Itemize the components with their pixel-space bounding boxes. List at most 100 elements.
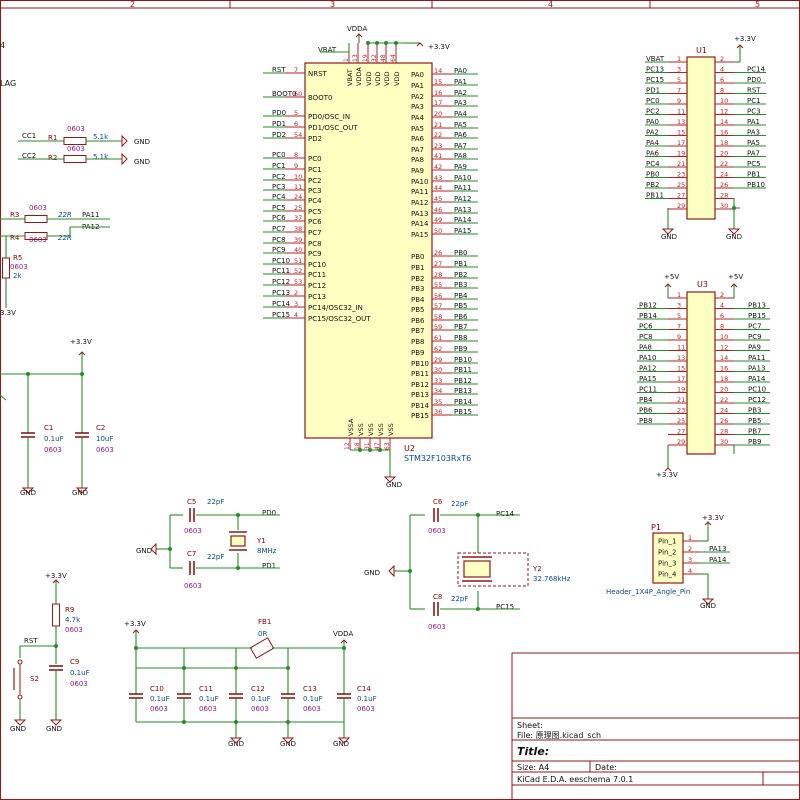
c12-footprint: 0603 xyxy=(251,705,269,713)
mcu-pin-name: PA12 xyxy=(411,199,428,207)
header-u1-net-label: PB11 xyxy=(646,192,664,200)
mcu-net-label: PC10 xyxy=(272,257,290,265)
c10-ref: C10 xyxy=(150,685,164,693)
power-arrow xyxy=(78,351,86,356)
c12-value: 0.1uF xyxy=(251,695,271,703)
header-u3-net-label: PA15 xyxy=(639,375,656,383)
header-u1-pin-number: 11 xyxy=(677,108,685,116)
usb-data-resistors: R3 0603 22R PA11 R4 0603 22R PA12 R5 060… xyxy=(0,204,99,317)
header-u1-pin-number: 10 xyxy=(720,97,728,105)
r9-footprint: 0603 xyxy=(65,626,83,634)
c11-value: 0.1uF xyxy=(199,695,219,703)
header-u1-net-label: PC5 xyxy=(747,160,761,168)
mcu-pin-name: PB2 xyxy=(411,275,424,283)
header-u3-net-label: PA14 xyxy=(748,375,766,383)
lse-net-pc15: PC15 xyxy=(496,603,514,611)
mcu-pin-name: PA15 xyxy=(411,231,428,239)
header-u3-pin-number: 13 xyxy=(677,354,685,362)
c1-value: 0.1uF xyxy=(44,435,64,443)
r2-net-label: CC2 xyxy=(22,152,36,160)
connector-p1-pin-name: Pin_4 xyxy=(658,571,677,579)
r3-value: 22R xyxy=(58,211,72,219)
junction-dot xyxy=(168,547,172,551)
power-arrow xyxy=(132,629,140,634)
fb1-value: 0R xyxy=(258,630,267,638)
mcu-power-pin-number: 31 xyxy=(364,442,371,450)
decoupling-c1-c2: +3.3V C1 0.1uF 0603 C2 10uF 0603 GND GND xyxy=(20,338,114,497)
header-u3-net-label: PB7 xyxy=(748,428,761,436)
header-u1-pin-number: 24 xyxy=(720,171,728,179)
c8-ref: C8 xyxy=(433,593,442,601)
mcu-pin-name: PB12 xyxy=(411,381,429,389)
c2-footprint: 0603 xyxy=(96,446,114,454)
mcu-pin-name: PB1 xyxy=(411,264,424,272)
c14-ref: C14 xyxy=(357,685,371,693)
header-u3-pin-number: 22 xyxy=(720,396,728,404)
mcu-net-label: PC12 xyxy=(272,278,290,286)
mcu-net-label: PC9 xyxy=(272,246,286,254)
header-u3-net-label: PC8 xyxy=(639,333,653,341)
c5-value: 22pF xyxy=(207,498,224,506)
header-u1-pin-number: 14 xyxy=(720,118,728,126)
hse-oscillator: C5 22pF 0603 C7 22pF 0603 Y1 8MHz PD0 PD… xyxy=(136,498,277,590)
mcu-net-label: PA2 xyxy=(454,89,467,97)
mcu-net-label: PC15 xyxy=(272,311,290,319)
mcu-net-label: PB11 xyxy=(454,366,472,374)
mcu-pin-number: 14 xyxy=(434,67,442,75)
mcu-left-pins: NRST7RSTBOOT060BOOT0PD0/OSC_IN5PD0PD1/OS… xyxy=(272,66,371,323)
mcu-net-label: PA9 xyxy=(454,163,467,171)
mcu-net-label: PC7 xyxy=(272,225,286,233)
lse-gnd: GND xyxy=(364,569,380,577)
r1-net-label: CC1 xyxy=(22,132,36,140)
header-u1-pin-number: 26 xyxy=(720,181,728,189)
r5-value: 2k xyxy=(13,272,22,280)
mcu-net-label: PB6 xyxy=(454,313,468,321)
mcu-power-pin-number: 18 xyxy=(354,442,361,450)
junction-dot xyxy=(182,720,186,724)
connector-p1-gnd: GND xyxy=(700,602,716,610)
c10-value: 0.1uF xyxy=(150,695,170,703)
mcu-ref: U2 xyxy=(404,444,415,453)
connector-p1-body xyxy=(652,532,684,584)
resistor-body xyxy=(52,603,60,627)
header-u1-net-label: PC0 xyxy=(646,97,660,105)
mcu-power-pin-number: 48 xyxy=(380,54,387,62)
c6-value: 22pF xyxy=(451,500,468,508)
mcu-power-pin-number: 63 xyxy=(384,442,391,450)
c2-ref: C2 xyxy=(96,424,105,432)
header-u1-pin-number: 16 xyxy=(720,129,728,137)
header-u1-ref: U1 xyxy=(696,46,707,55)
gnd-symbol xyxy=(75,487,89,494)
mcu-net-label: PA15 xyxy=(454,227,471,235)
connector-p1-net-label: PA13 xyxy=(709,545,726,553)
r1-gnd: GND xyxy=(134,138,150,146)
header-u3-pin-number: 14 xyxy=(720,354,728,362)
r5-footprint: 0603 xyxy=(10,263,28,271)
header-u3-5v-left: +5V xyxy=(664,273,679,281)
header-u3-body xyxy=(686,291,716,455)
header-u1-pin-number: 30 xyxy=(720,202,728,210)
mcu-pin-name: PB13 xyxy=(411,391,429,399)
connector-p1-3v3: +3.3V xyxy=(702,514,724,522)
mcu-pin-name: PB3 xyxy=(411,285,424,293)
c9-footprint: 0603 xyxy=(70,680,88,688)
header-u1-net-label: PC14 xyxy=(747,66,766,74)
header-u3-pin-number: 8 xyxy=(720,323,724,331)
header-u1-pin-number: 19 xyxy=(677,150,685,158)
header-u1-pin-number: 9 xyxy=(677,97,681,105)
mcu-pin-number: 33 xyxy=(434,377,442,385)
fragment-text: 4 xyxy=(0,41,5,50)
header-u3-pin-number: 17 xyxy=(677,375,685,383)
mcu-3v3-label: +3.3V xyxy=(428,43,450,51)
mcu-pin-name: PB11 xyxy=(411,370,429,378)
mcu-pin-number: 22 xyxy=(434,131,442,139)
header-u3-net-label: PB13 xyxy=(748,302,766,310)
r1-footprint: 0603 xyxy=(67,125,85,133)
r9-value: 4.7k xyxy=(65,616,81,624)
header-u1-gnd-right: GND xyxy=(726,233,742,241)
mcu-pin-name: PB7 xyxy=(411,327,424,335)
mcu-pin-number: 2 xyxy=(294,289,298,297)
header-u1-pin-number: 22 xyxy=(720,160,728,168)
